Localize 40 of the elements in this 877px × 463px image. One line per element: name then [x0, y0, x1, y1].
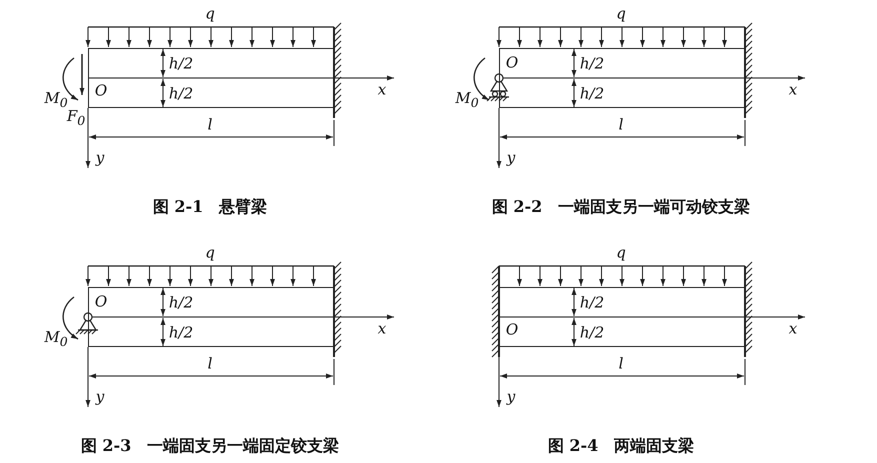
dimension-label: l: [618, 356, 624, 372]
beam: [88, 287, 334, 347]
figure-caption: 图 2-1 悬臂梁: [152, 199, 268, 215]
beam: [499, 48, 745, 108]
origin-label: O: [506, 56, 518, 70]
axis-label: x: [788, 322, 798, 336]
beam: [88, 48, 334, 108]
load-label: q: [616, 6, 626, 22]
load-label: q: [616, 246, 626, 260]
moment-label: M$_{0}$: [44, 90, 68, 110]
origin-label: O: [506, 322, 518, 338]
axis-label: y: [96, 150, 104, 166]
axis-label: y: [506, 150, 516, 166]
dimension-label: h/2: [580, 56, 604, 72]
dimension-label: h/2: [168, 326, 194, 340]
dimension-label: h/2: [580, 296, 604, 310]
dimension-label: h/2: [580, 326, 604, 340]
figure-caption: 图 2-3 一端固支另一端固定铰支梁: [80, 438, 340, 454]
moment-label: M$_{0}$: [455, 90, 479, 110]
figure-caption: 图 2-4 两端固支梁: [548, 438, 694, 454]
dimension-label: h/2: [168, 86, 194, 102]
moment-label: M$_{0}$: [44, 330, 68, 348]
load-label: q: [205, 246, 215, 260]
origin-label: O: [94, 84, 108, 98]
origin-label: O: [94, 294, 108, 310]
dimension-label: l: [208, 356, 212, 372]
dimension-label: h/2: [580, 86, 604, 102]
axis-label: x: [378, 322, 386, 336]
axis-label: x: [378, 82, 386, 98]
dimension-label: l: [618, 118, 624, 132]
axis-label: y: [506, 390, 516, 404]
axis-label: x: [788, 82, 798, 98]
beam: [499, 287, 745, 347]
dimension-label: h/2: [168, 56, 194, 72]
load-label: q: [205, 6, 215, 22]
figure-caption: 图 2-2 一端固支另一端可动铰支梁: [492, 199, 750, 215]
axis-label: y: [96, 390, 104, 404]
dimension-label: h/2: [168, 296, 194, 310]
dimension-label: l: [208, 118, 212, 132]
force-label: F$_{0}$: [66, 108, 86, 128]
